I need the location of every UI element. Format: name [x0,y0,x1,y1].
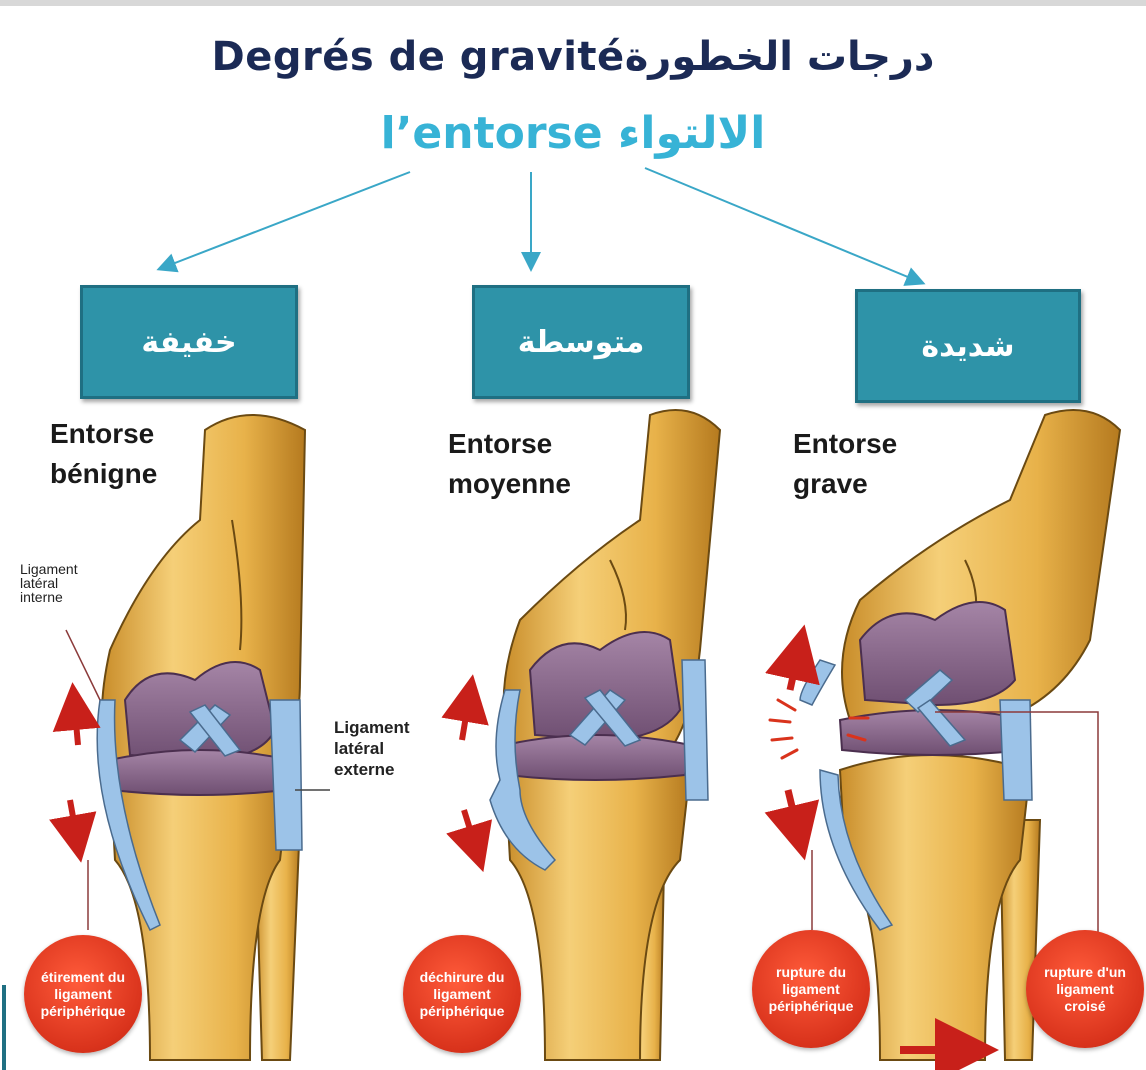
arrow-to-mild [162,172,410,268]
label-internal-line1: Ligament [20,562,78,576]
label-external-line1: Ligament [334,717,410,738]
badge-tear-text: déchirure du ligament périphérique [414,969,510,1020]
caption-moderate-line2: moyenne [448,464,571,504]
label-external-line3: externe [334,759,410,780]
badge-rupture-peripheral: rupture du ligament périphérique [752,930,870,1048]
caption-mild: Entorse bénigne [50,414,157,494]
severity-box-mild: خفيفة [80,285,298,399]
caption-mild-line1: Entorse [50,414,157,454]
caption-moderate-line1: Entorse [448,424,571,464]
caption-severe: Entorse grave [793,424,897,504]
caption-severe-line2: grave [793,464,897,504]
arrow-to-severe [645,168,920,282]
badge-stretch: étirement du ligament périphérique [24,935,142,1053]
label-external-line2: latéral [334,738,410,759]
caption-mild-line2: bénigne [50,454,157,494]
severity-box-severe: شديدة [855,289,1081,403]
badge-stretch-text: étirement du ligament périphérique [35,969,131,1020]
caption-severe-line1: Entorse [793,424,897,464]
caption-moderate: Entorse moyenne [448,424,571,504]
badge-tear: déchirure du ligament périphérique [403,935,521,1053]
badge-rupture-cruciate: rupture d'un ligament croisé [1026,930,1144,1048]
severity-box-moderate: متوسطة [472,285,690,399]
badge-rupture-cruciate-text: rupture d'un ligament croisé [1037,964,1133,1015]
label-internal-ligament: Ligament latéral interne [20,562,78,604]
label-external-ligament: Ligament latéral externe [334,717,410,780]
badge-rupture-peripheral-text: rupture du ligament périphérique [763,964,859,1015]
label-internal-line2: latéral [20,576,78,590]
label-internal-line3: interne [20,590,78,604]
